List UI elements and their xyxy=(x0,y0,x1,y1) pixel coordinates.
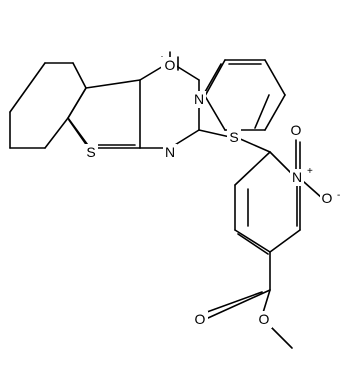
double-bond-5 xyxy=(254,94,270,129)
double-bond-9 xyxy=(206,291,263,313)
atom-s-thiophene: S xyxy=(86,144,95,160)
atom-n-pyrimidine-3: N xyxy=(194,91,204,107)
atom-labels: O N S N S N + O - O O O xyxy=(84,57,340,328)
bond-25 xyxy=(198,129,231,138)
bond-1 xyxy=(72,62,87,89)
atom-o-carbonyl: O xyxy=(165,57,176,73)
bond-30 xyxy=(234,229,271,253)
charge-o-nitro-1: - xyxy=(337,190,340,201)
atom-n-nitro: N xyxy=(292,169,302,185)
bond-6 xyxy=(9,62,46,113)
bond-21 xyxy=(264,59,286,96)
double-bond-8 xyxy=(237,233,269,255)
atom-n-pyrimidine-1: N xyxy=(165,144,175,160)
bond-34 xyxy=(303,181,323,199)
double-bond-3 xyxy=(204,63,222,93)
bond-22 xyxy=(264,94,286,131)
atom-o-nitro-1: O xyxy=(322,190,333,206)
atom-o-nitro-2: O xyxy=(291,122,302,138)
bond-26 xyxy=(237,137,271,153)
bond-36 xyxy=(207,289,271,319)
atom-o-ester-carbonyl: O xyxy=(195,311,206,327)
bond-38 xyxy=(271,327,293,349)
bond-lines xyxy=(9,51,323,349)
bond-7 xyxy=(67,87,87,119)
atom-o-ester-ether: O xyxy=(259,311,270,327)
bond-29 xyxy=(269,229,301,253)
charge-n-nitro: + xyxy=(307,166,313,177)
bond-3 xyxy=(44,117,69,149)
bond-8 xyxy=(85,79,141,89)
bond-24 xyxy=(204,95,226,131)
atom-s-thioether: S xyxy=(229,129,238,145)
bond-19 xyxy=(204,59,226,97)
bond-32 xyxy=(234,151,271,186)
